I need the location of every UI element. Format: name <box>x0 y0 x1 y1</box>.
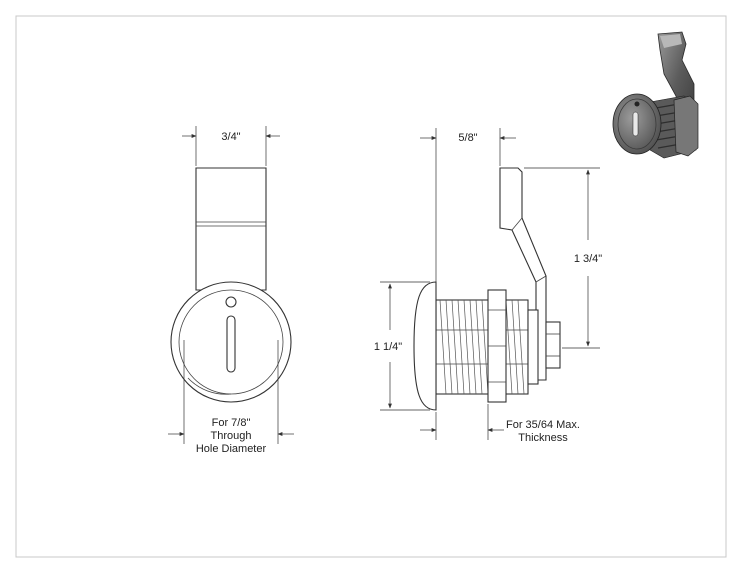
side-threaded-body <box>435 299 529 395</box>
hole-label-line2: Through <box>211 430 252 442</box>
thickness-label-line1: For 35/64 Max. <box>506 419 580 431</box>
hole-label-line1: For 7/8" <box>212 417 251 429</box>
face-diameter-label: 1 1/4" <box>374 341 402 353</box>
front-keyway <box>226 315 236 373</box>
thickness-label-line2: Thickness <box>518 432 568 444</box>
side-cam-arm <box>499 167 547 381</box>
front-indicator-hole <box>225 296 237 308</box>
thread-lines <box>439 299 525 395</box>
front-cam-arm <box>195 167 267 291</box>
cam-lock-photo <box>612 31 699 159</box>
side-face-dome <box>413 281 437 411</box>
sheet-frame <box>15 15 727 558</box>
side-washer <box>527 309 539 385</box>
hole-label-line3: Hole Diameter <box>196 443 267 455</box>
cam-offset-label: 5/8" <box>458 132 477 144</box>
height-label: 1 3/4" <box>574 253 602 265</box>
side-lock-nut <box>545 321 561 369</box>
front-view: 3/4" For 7/8" Through Hole Diameter <box>168 126 294 455</box>
side-view: 5/8" 1 3/4" 1 1/4" For 35/64 Max. Thickn… <box>374 128 602 444</box>
front-width-label: 3/4" <box>221 131 240 143</box>
